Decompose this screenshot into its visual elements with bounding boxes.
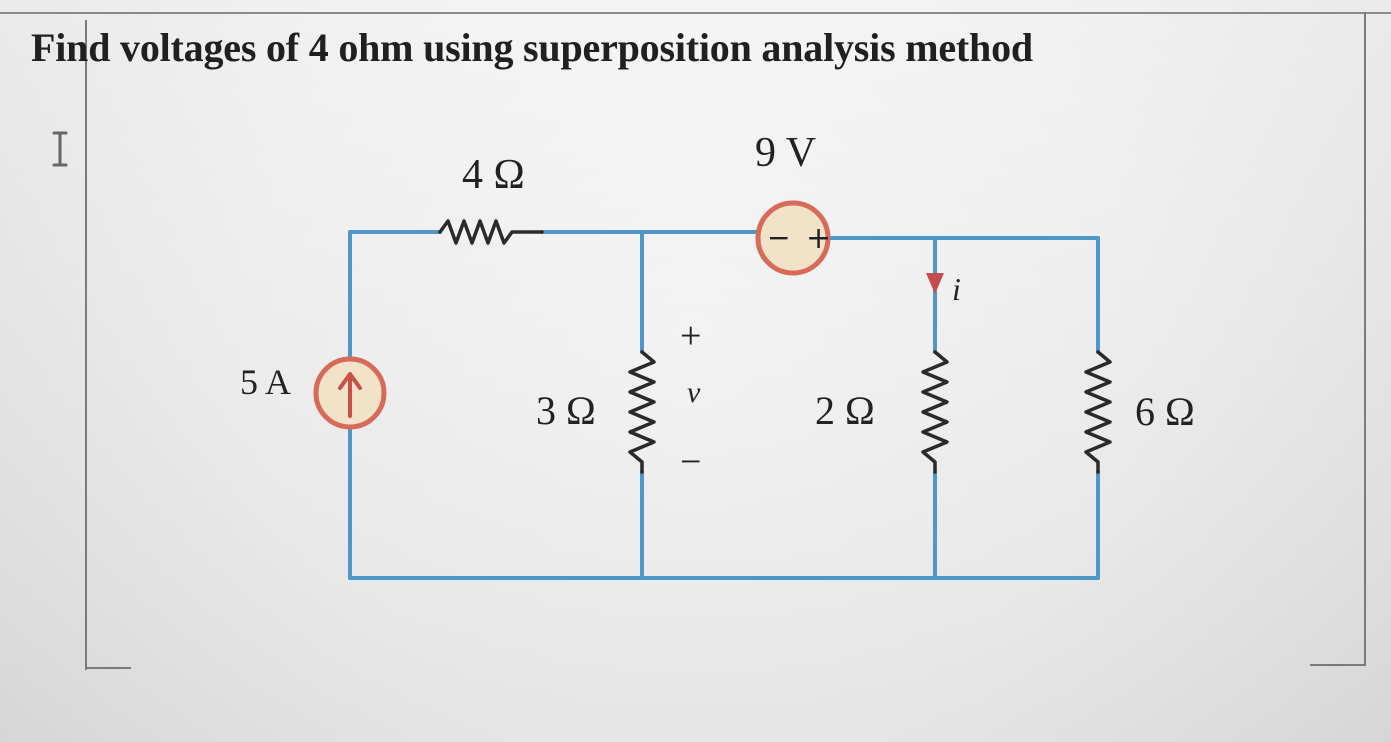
- label-3ohm: 3 Ω: [536, 388, 596, 433]
- label-i: i: [952, 271, 961, 307]
- current-source: [313, 356, 387, 430]
- circuit-labels: 4 Ω 9 V 5 A 3 Ω 2 Ω 6 Ω + v − i: [240, 130, 1195, 483]
- resistor-2ohm: [921, 350, 949, 474]
- right-frame-line: [1364, 12, 1366, 666]
- voltage-source-plus: +: [806, 221, 831, 256]
- voltage-source-minus: −: [767, 221, 790, 254]
- label-9v: 9 V: [755, 130, 816, 176]
- current-source-arrow: [338, 372, 362, 418]
- current-arrow-icon: [926, 273, 944, 294]
- left-frame-bottom-line: [85, 667, 131, 669]
- text-cursor-icon: [50, 130, 70, 168]
- resistor-icon: [1084, 350, 1112, 474]
- resistor-icon: [921, 350, 949, 474]
- resistor-6ohm: [1084, 350, 1112, 474]
- label-plus: +: [680, 315, 701, 357]
- resistor-icon: [628, 350, 656, 474]
- label-5a: 5 A: [240, 362, 291, 402]
- left-frame-line: [85, 20, 87, 670]
- label-6ohm: 6 Ω: [1135, 389, 1195, 434]
- question-text: Find voltages of 4 ohm using superpositi…: [31, 25, 1033, 70]
- label-4ohm: 4 Ω: [462, 152, 525, 198]
- circuit-wires: [348, 230, 1100, 580]
- label-minus: −: [680, 441, 701, 483]
- resistor-3ohm: [628, 350, 656, 474]
- label-2ohm: 2 Ω: [815, 388, 875, 433]
- label-v: v: [687, 376, 701, 409]
- voltage-source: − +: [755, 200, 831, 276]
- top-divider: [0, 12, 1391, 14]
- resistor-4ohm: [438, 219, 544, 245]
- right-frame-bottom-line: [1310, 664, 1366, 666]
- voltage-source-icon: [755, 200, 831, 276]
- current-indicator: [926, 273, 944, 294]
- resistor-icon: [438, 219, 544, 245]
